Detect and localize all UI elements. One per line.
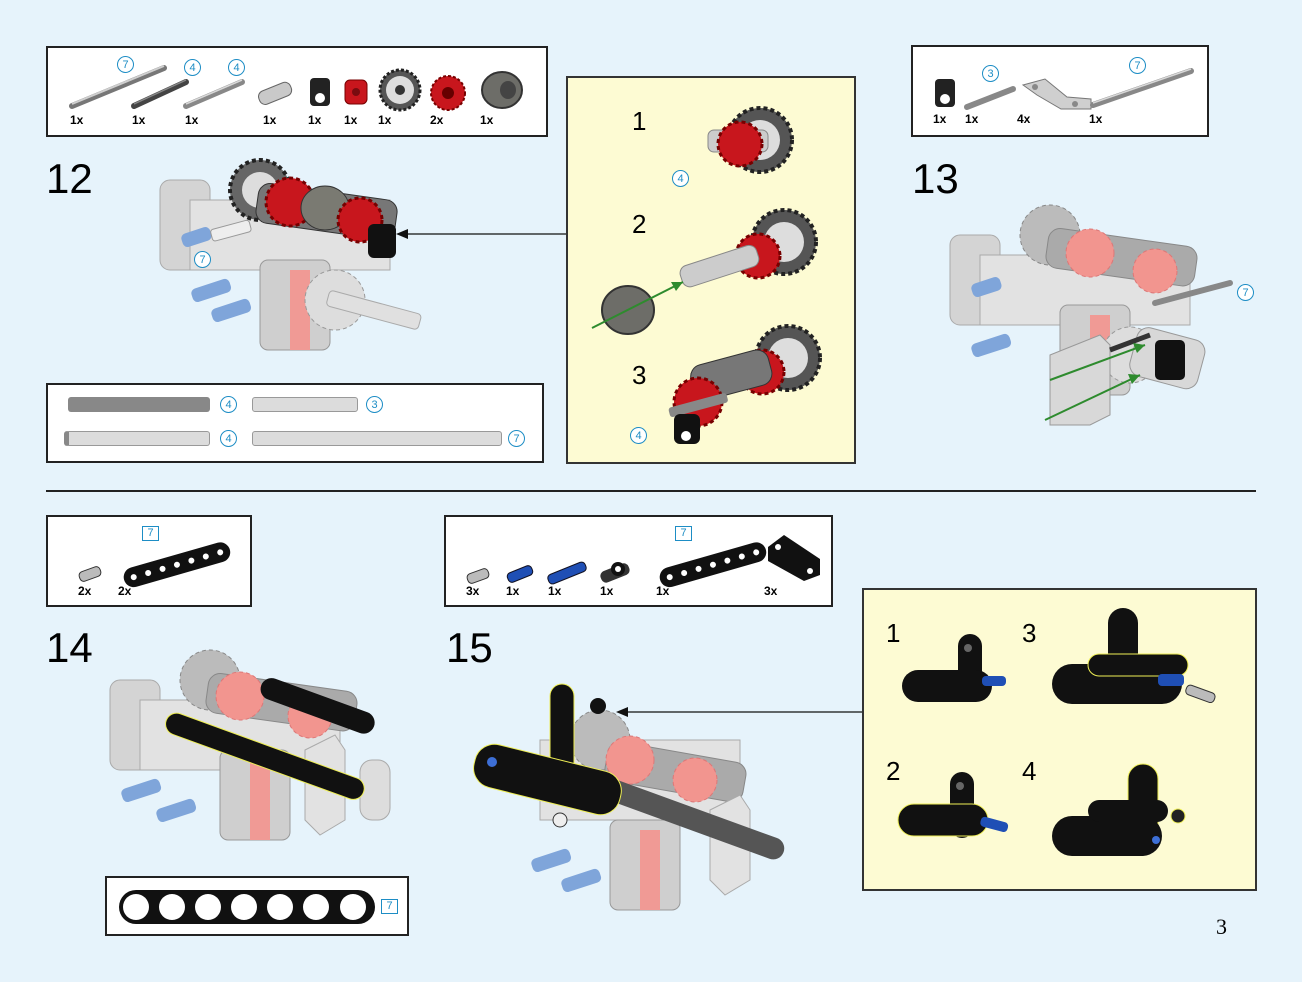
substep-number: 3 — [632, 360, 647, 390]
axle-4-ruler-bar — [68, 397, 210, 412]
beam-7-icon — [123, 542, 231, 588]
red-gear-icon — [430, 75, 466, 111]
red-connector-icon — [344, 79, 368, 105]
callout-arrow — [616, 707, 864, 717]
pin-connector-icon — [600, 562, 630, 583]
part-quantity: 1x — [600, 584, 614, 598]
beam-pin-step2-icon — [897, 772, 1009, 838]
axle-3-icon — [964, 86, 1016, 110]
angled-beam-icon — [768, 535, 820, 581]
step-number: 12 — [46, 155, 93, 202]
step12-subassembly: 1 4 2 3 4 — [566, 76, 856, 464]
blue-pin-icon — [506, 565, 534, 583]
part-quantity: 1x — [378, 113, 392, 127]
axle-length-callout: 3 — [982, 65, 999, 82]
substep-number: 3 — [1022, 618, 1037, 648]
axle-length-callout: 7 — [1237, 284, 1254, 301]
full-gear-subassembly-icon — [668, 324, 822, 444]
substep-number: 2 — [632, 209, 647, 239]
beam-length-callout: 7 — [381, 899, 398, 914]
axle-7-icon — [69, 65, 167, 109]
blue-long-pin-icon — [547, 561, 587, 585]
axle-length-callout: 4 — [228, 59, 245, 76]
pin-icon — [466, 568, 490, 584]
step13-parts-list: 3 7 1x 1x 4x 1x — [911, 45, 1209, 137]
axle-length-callout: 4 — [184, 59, 201, 76]
axle-pin-connector-icon — [310, 78, 330, 106]
part-quantity: 1x — [506, 584, 520, 598]
axle-length-callout: 4 — [220, 396, 237, 413]
beam-7-icon — [659, 542, 767, 588]
step14-parts-list: 7 2x 2x — [46, 515, 252, 607]
axle-4-dark-icon — [131, 79, 189, 109]
substep-number: 1 — [886, 618, 901, 648]
l-beam-icon — [1021, 78, 1092, 110]
axle-pin-icon — [257, 81, 293, 105]
part-quantity: 1x — [263, 113, 277, 127]
beam-assembly-step4-icon — [1052, 763, 1186, 856]
axle-length-callout: 4 — [220, 430, 237, 447]
axle-pin-connector-icon — [935, 79, 955, 107]
step-divider — [46, 490, 1256, 492]
step12-model-illustration — [159, 158, 422, 351]
part-quantity: 2x — [430, 113, 444, 127]
beam-length-ruler: 7 — [105, 876, 409, 936]
axle-4-stop-ruler-bar — [64, 431, 210, 446]
part-quantity: 1x — [480, 113, 494, 127]
step-number: 14 — [46, 624, 93, 671]
part-quantity: 3x — [466, 584, 480, 598]
part-quantity: 1x — [70, 113, 84, 127]
gear-24-icon — [378, 68, 422, 112]
step-number: 13 — [912, 155, 959, 202]
part-quantity: 1x — [308, 113, 322, 127]
part-quantity: 1x — [344, 113, 358, 127]
substep-number: 1 — [632, 106, 647, 136]
part-quantity: 3x — [764, 584, 778, 598]
axle-length-ruler: 4 3 4 7 — [46, 383, 544, 463]
axle-length-callout: 7 — [508, 430, 525, 447]
part-quantity: 2x — [78, 584, 92, 598]
step15-model-illustration — [473, 683, 785, 911]
beam-pin-step3-icon — [1052, 608, 1216, 704]
gear-axle-bush-icon — [591, 208, 818, 335]
axle-3-ruler-bar — [252, 397, 358, 412]
part-quantity: 1x — [548, 584, 562, 598]
step-number: 15 — [446, 624, 493, 671]
substep-number: 4 — [1022, 756, 1037, 786]
substep-number: 2 — [886, 756, 901, 786]
axle-length-callout: 3 — [366, 396, 383, 413]
dark-bush-icon — [481, 71, 523, 109]
step14-model-illustration — [109, 649, 391, 841]
part-quantity: 1x — [185, 113, 199, 127]
step13-model-illustration — [949, 204, 1233, 426]
page-number: 3 — [1216, 914, 1227, 939]
beam-length-callout: 7 — [675, 526, 692, 541]
part-quantity: 1x — [933, 112, 947, 126]
part-quantity: 1x — [965, 112, 979, 126]
step15-parts-list: 7 3x 1x 1x 1x 1x 3x — [444, 515, 833, 607]
beam-blue-pin-icon — [902, 634, 1006, 702]
step15-subassembly: 1 2 3 4 — [862, 588, 1257, 891]
axle-length-callout: 4 — [672, 170, 689, 187]
axle-length-callout: 7 — [1129, 57, 1146, 74]
part-quantity: 2x — [118, 584, 132, 598]
callout-arrow — [396, 229, 566, 239]
part-quantity: 1x — [132, 113, 146, 127]
axle-length-callout: 7 — [117, 56, 134, 73]
axle-length-callout: 4 — [630, 427, 647, 444]
axle-7-icon — [1090, 68, 1194, 108]
step12-parts-list: 7 4 4 1x 1x 1x 1x 1x 1x 1x 2x 1x — [46, 46, 548, 137]
beam-7-ruler-icon — [119, 890, 375, 924]
part-quantity: 1x — [656, 584, 670, 598]
pin-icon — [78, 566, 102, 582]
part-quantity: 1x — [1089, 112, 1103, 126]
beam-length-callout: 7 — [142, 526, 159, 541]
axle-7-ruler-bar — [252, 431, 502, 446]
part-quantity: 4x — [1017, 112, 1031, 126]
axle-length-callout: 7 — [194, 251, 211, 268]
gear-assembly-icon — [707, 106, 794, 174]
axle-4-icon — [183, 79, 245, 109]
